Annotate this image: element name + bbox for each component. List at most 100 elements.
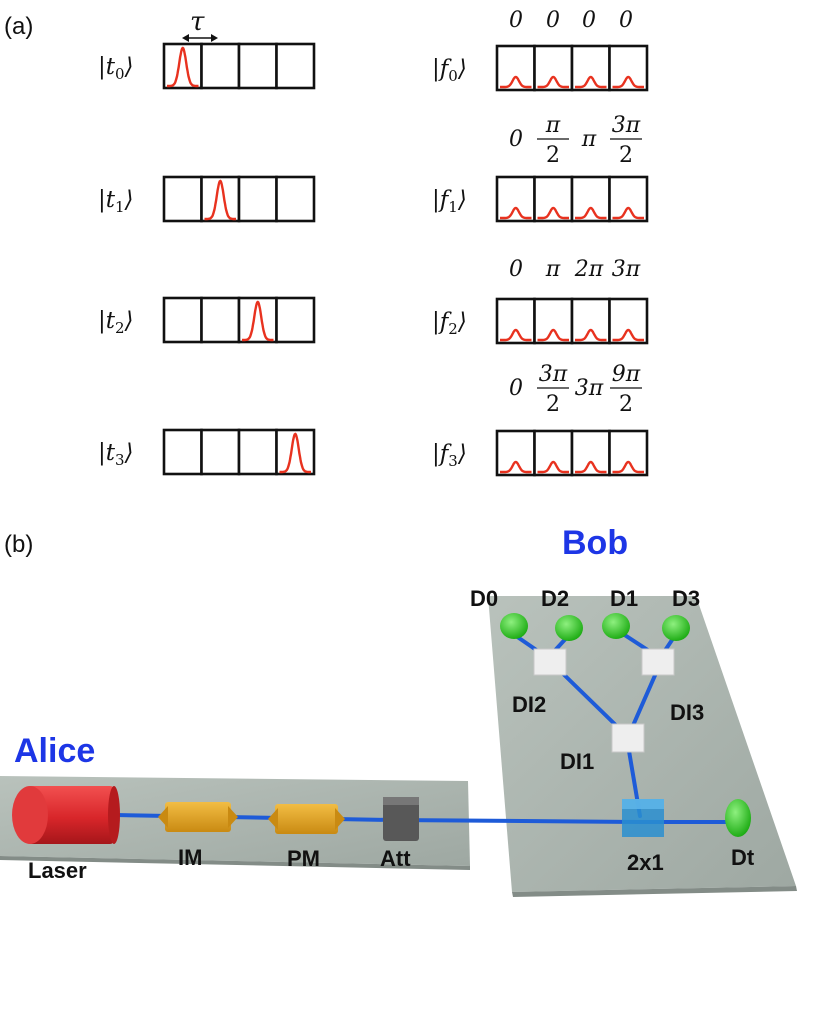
time-bin-cell	[200, 175, 241, 223]
ket-t0: |t0⟩	[98, 54, 134, 83]
detector-d2	[555, 615, 583, 641]
time-bin-box-t2	[162, 296, 316, 344]
phase-box-f2	[495, 297, 649, 345]
phase-f1-1: π2	[537, 113, 569, 168]
time-bin-cell	[570, 429, 611, 477]
phase-box-f1	[495, 175, 649, 223]
time-bin-cell	[275, 175, 316, 223]
ket-t2-subscript: 2	[115, 319, 125, 337]
time-bin-cell	[495, 175, 536, 223]
di2-label: DI2	[512, 692, 546, 717]
pulse-f2-bin1	[537, 328, 569, 342]
time-bin-cell	[533, 175, 574, 223]
laser-source	[12, 786, 120, 844]
pulse-f3-bin1	[537, 460, 569, 474]
ket-f2-subscript: 2	[448, 320, 458, 338]
pulse-f1-bin1	[537, 206, 569, 220]
time-bin-box-t3	[162, 428, 316, 476]
im-label: IM	[178, 845, 202, 870]
interferometer-di2	[533, 648, 567, 676]
interferometer-di3	[641, 648, 675, 676]
di3-label: DI3	[670, 700, 704, 725]
phase-f1-3: 3π2	[610, 113, 642, 168]
panel-a-label: (a)	[4, 13, 33, 40]
time-bin-cell	[570, 175, 611, 223]
ket-f3-subscript: 3	[448, 452, 458, 470]
pulse-f1-bin0	[500, 206, 532, 220]
detector-d1	[602, 613, 630, 639]
time-bin-cell	[495, 44, 536, 92]
pulse-f0-bin2	[575, 75, 607, 89]
tau-label: τ	[190, 7, 205, 37]
pulse-t1	[204, 179, 236, 221]
phase-f3-1: 3π2	[537, 362, 569, 417]
phase-f0-0: 0	[509, 8, 523, 33]
phase-f2-1: π	[545, 257, 561, 282]
ket-t0-subscript: 0	[115, 65, 125, 83]
pulse-f0-bin1	[537, 75, 569, 89]
time-bin-cell	[237, 175, 278, 223]
phase-box-f3	[495, 429, 649, 477]
time-bin-cell	[570, 297, 611, 345]
phase-f3-0: 0	[509, 376, 523, 401]
phase-f3-1-denominator: 2	[546, 392, 560, 417]
time-bin-cell	[200, 42, 241, 90]
ket-f2-letter: f	[438, 309, 452, 335]
attenuator	[383, 797, 419, 841]
pulse-t2	[242, 300, 274, 342]
time-bin-cell	[275, 296, 316, 344]
time-bin-cell	[608, 175, 649, 223]
phase-f2-0: 0	[509, 257, 523, 282]
dt-label: Dt	[731, 845, 755, 870]
att-label: Att	[380, 846, 411, 871]
ket-f1-letter: f	[438, 187, 452, 213]
phase-box-f0	[495, 44, 649, 92]
time-bin-cell	[162, 175, 203, 223]
phase-f1-2: π	[581, 127, 597, 152]
ket-t1: |t1⟩	[98, 187, 134, 216]
phase-f2-3: 3π	[612, 257, 641, 282]
ket-t3-letter: t	[106, 440, 116, 466]
detector-d0	[500, 613, 528, 639]
ket-f0-subscript: 0	[448, 67, 458, 85]
phase-f1-1-numerator: π	[545, 113, 561, 138]
d2-label: D2	[541, 586, 569, 611]
di1-label: DI1	[560, 749, 594, 774]
time-bin-cell	[533, 44, 574, 92]
time-bin-cell	[608, 44, 649, 92]
phase-f3-2: 3π	[575, 376, 604, 401]
time-bin-cell	[495, 297, 536, 345]
pulse-f0-bin3	[612, 75, 644, 89]
ket-t1-subscript: 1	[115, 198, 125, 216]
time-bin-cell	[237, 428, 278, 476]
time-bin-cell	[570, 44, 611, 92]
pulse-f2-bin3	[612, 328, 644, 342]
pulse-t0	[167, 46, 199, 88]
pulse-f3-bin0	[500, 460, 532, 474]
phase-f3-3-denominator: 2	[619, 392, 633, 417]
coupler-label: 2x1	[627, 850, 664, 875]
pm-label: PM	[287, 846, 320, 871]
time-bin-cell	[608, 429, 649, 477]
time-bin-cell	[162, 42, 203, 90]
ket-f0: |f0⟩	[432, 56, 467, 85]
ket-f1: |f1⟩	[432, 187, 467, 216]
pulse-f1-bin3	[612, 206, 644, 220]
coupler-2x1	[622, 799, 664, 837]
pulse-t3	[279, 432, 311, 474]
ket-f3-letter: f	[438, 441, 452, 467]
tau-annotation: τ	[182, 7, 218, 42]
time-bin-box-t1	[162, 175, 316, 223]
ket-f1-subscript: 1	[448, 198, 458, 216]
ket-t2: |t2⟩	[98, 308, 134, 337]
phase-modulator	[268, 804, 345, 834]
ket-t1-letter: t	[106, 187, 116, 213]
ket-t3: |t3⟩	[98, 440, 134, 469]
phase-f3-3: 9π2	[610, 362, 642, 417]
laser-label: Laser	[28, 858, 87, 883]
time-bin-states: |t0⟩ |t1⟩ |t2⟩ |t3⟩	[98, 42, 316, 476]
detector-d3	[662, 615, 690, 641]
pulse-f3-bin3	[612, 460, 644, 474]
time-bin-cell	[495, 429, 536, 477]
